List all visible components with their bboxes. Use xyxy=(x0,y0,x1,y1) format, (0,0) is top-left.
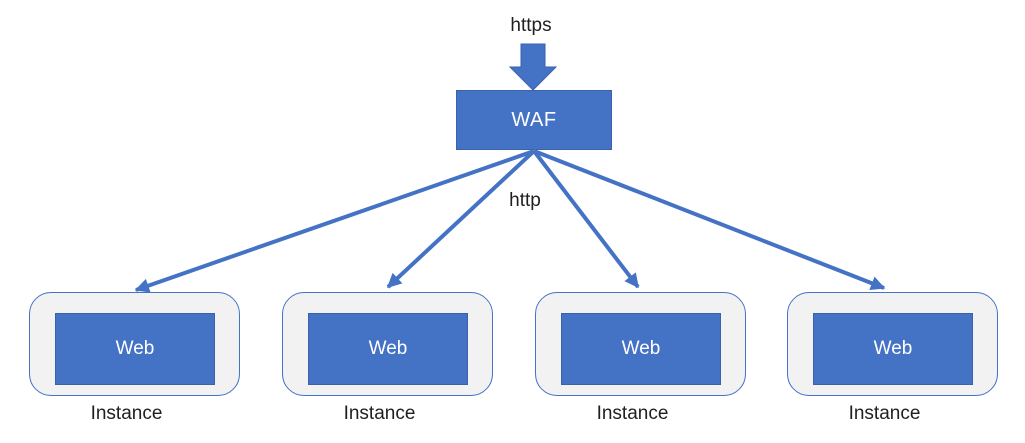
waf-label: WAF xyxy=(511,108,557,131)
http-label: http xyxy=(509,190,541,211)
web-node-2: Web xyxy=(308,313,468,385)
waf-to-instance-2-arrow xyxy=(386,149,536,289)
waf-node: WAF xyxy=(456,90,612,150)
web-label-4: Web xyxy=(873,338,913,359)
web-node-1: Web xyxy=(55,313,215,385)
web-label-3: Web xyxy=(621,338,661,359)
instance-label-3: Instance xyxy=(596,403,669,424)
https-label: https xyxy=(510,15,552,36)
instance-label-2: Instance xyxy=(343,403,416,424)
web-node-4: Web xyxy=(813,313,973,385)
instance-node-1: Web xyxy=(29,292,240,396)
waf-to-instance-1-arrow xyxy=(134,149,535,293)
instance-node-3: Web xyxy=(535,292,746,396)
web-label-2: Web xyxy=(368,338,408,359)
https-block-arrow-icon xyxy=(508,43,558,91)
instance-node-4: Web xyxy=(787,292,998,396)
waf-to-instance-3-arrow xyxy=(532,149,640,289)
web-node-3: Web xyxy=(561,313,721,385)
instance-node-2: Web xyxy=(282,292,493,396)
waf-to-instance-4-arrow xyxy=(533,149,886,290)
instance-label-1: Instance xyxy=(90,403,163,424)
web-label-1: Web xyxy=(115,338,155,359)
instance-label-4: Instance xyxy=(848,403,921,424)
